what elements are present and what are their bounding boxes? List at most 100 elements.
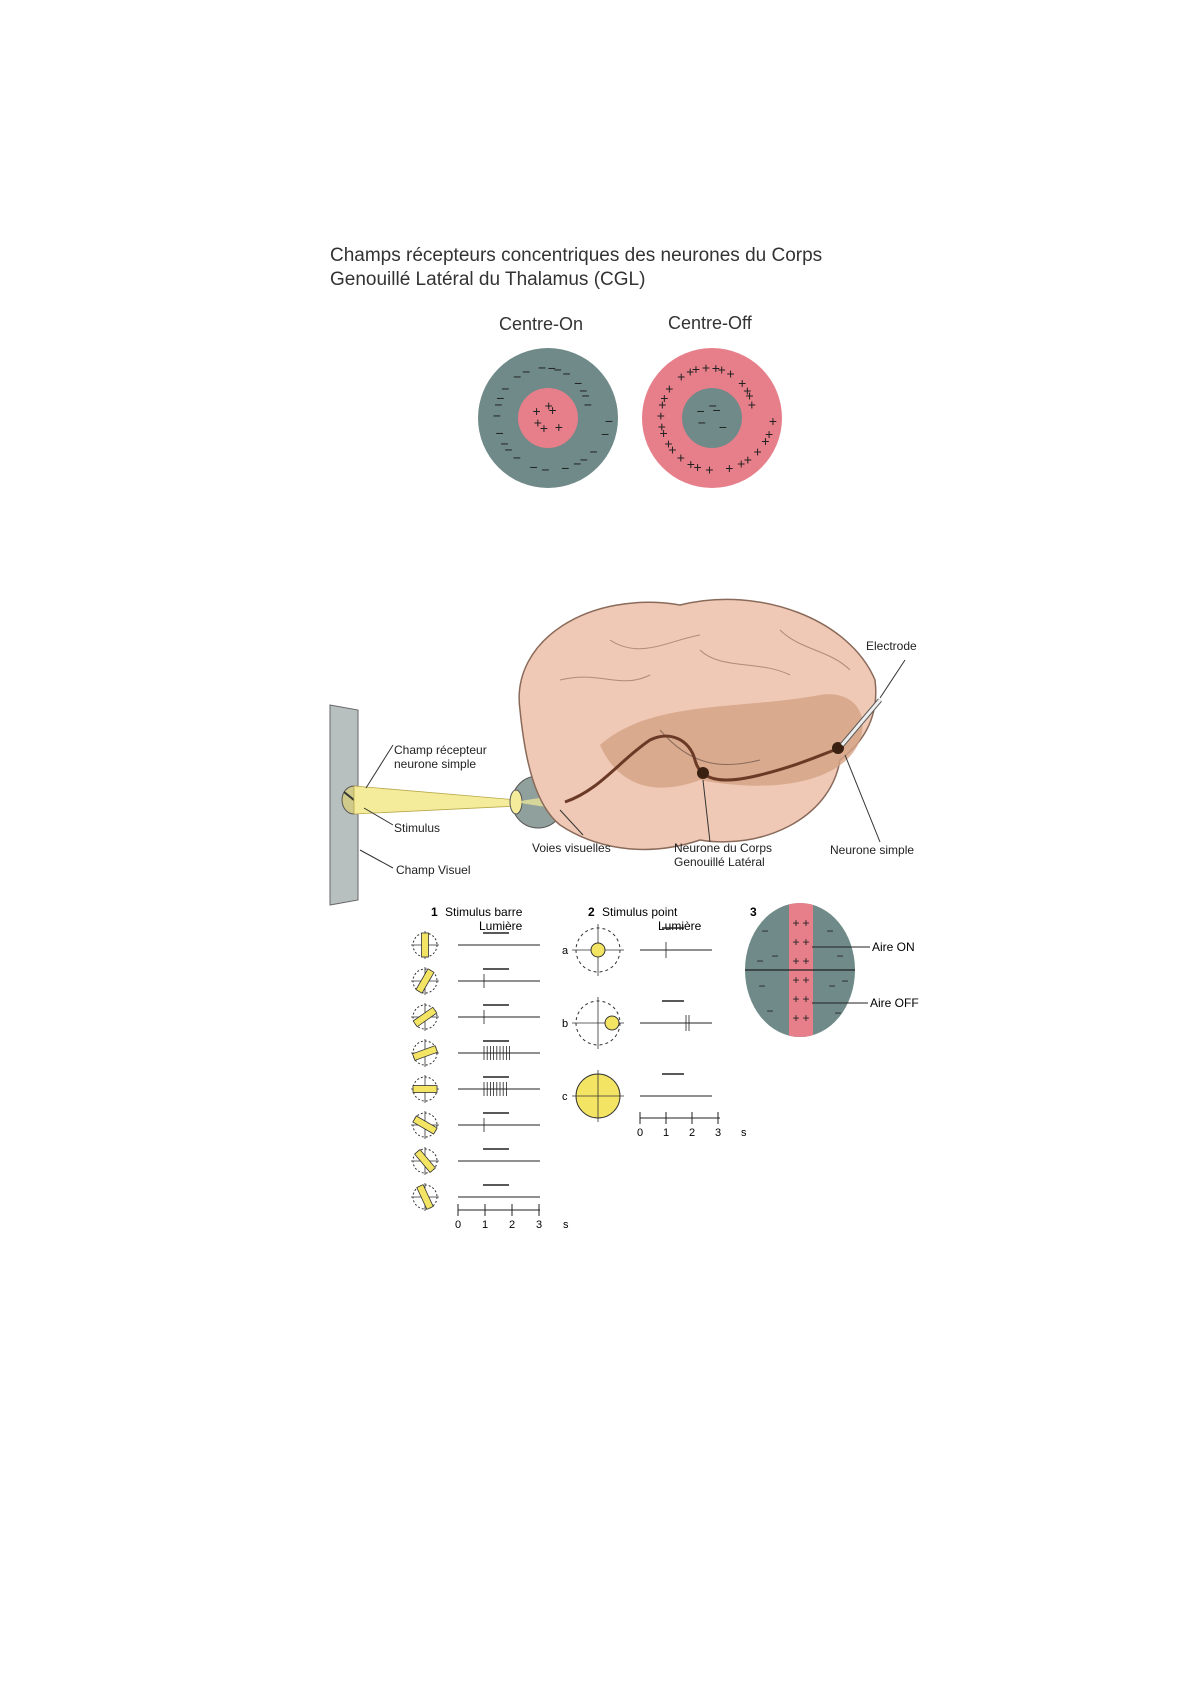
surround-minus-sign: − bbox=[561, 460, 569, 476]
panel-2-title: Stimulus point bbox=[602, 905, 678, 919]
off-area-minus-sign: − bbox=[766, 1004, 773, 1018]
bar-stimulus bbox=[412, 1045, 438, 1061]
bar-stimulus bbox=[412, 1115, 438, 1135]
neurone-cgl-label-1: Neurone du Corps bbox=[674, 841, 772, 855]
surround-minus-sign: − bbox=[573, 456, 581, 472]
aire-off-label: Aire OFF bbox=[870, 996, 919, 1010]
electrode-label: Electrode bbox=[866, 639, 917, 653]
surround-plus-sign: + bbox=[754, 443, 762, 459]
surround-minus-sign: − bbox=[590, 443, 598, 459]
panel-1-number: 1 bbox=[431, 905, 438, 919]
surround-plus-sign: + bbox=[668, 441, 676, 457]
surround-minus-sign: − bbox=[522, 363, 530, 379]
panel-3-simple-field: 3 ++++++++++++−−−−−−−−−− Aire ON Aire OF… bbox=[745, 903, 919, 1037]
light-beam bbox=[353, 785, 519, 815]
surround-plus-sign: + bbox=[725, 460, 733, 476]
off-area-minus-sign: − bbox=[828, 979, 835, 993]
row-letter: c bbox=[562, 1091, 568, 1103]
off-area-minus-sign: − bbox=[826, 924, 833, 938]
surround-minus-sign: − bbox=[601, 426, 609, 442]
time-tick-label: 2 bbox=[689, 1127, 695, 1139]
surround-minus-sign: − bbox=[493, 407, 501, 423]
brain-figure: Champ récepteur neurone simple Stimulus … bbox=[329, 598, 917, 906]
surround-plus-sign: + bbox=[743, 382, 751, 398]
surround-minus-sign: − bbox=[605, 413, 613, 429]
surround-plus-sign: + bbox=[761, 433, 769, 449]
surround-minus-sign: − bbox=[538, 360, 546, 376]
surround-plus-sign: + bbox=[765, 426, 773, 442]
time-tick-label: 1 bbox=[663, 1127, 669, 1139]
surround-plus-sign: + bbox=[718, 361, 726, 377]
title-line-1: Champs récepteurs concentriques des neur… bbox=[330, 245, 823, 266]
surround-minus-sign: − bbox=[496, 390, 504, 406]
surround-minus-sign: − bbox=[584, 396, 592, 412]
surround-minus-sign: − bbox=[494, 396, 502, 412]
surround-plus-sign: + bbox=[665, 380, 673, 396]
neurone-simple-label: Neurone simple bbox=[830, 843, 914, 857]
surround-plus-sign: + bbox=[664, 436, 672, 452]
offset-spot bbox=[604, 1015, 620, 1031]
surround-plus-sign: + bbox=[660, 390, 668, 406]
on-area-plus-sign: + bbox=[792, 1011, 799, 1025]
surround-plus-sign: + bbox=[705, 461, 713, 477]
surround-minus-sign: − bbox=[580, 452, 588, 468]
center-plus-sign: + bbox=[549, 402, 557, 418]
centre-off-label: Centre-Off bbox=[668, 313, 752, 333]
surround-plus-sign: + bbox=[677, 368, 685, 384]
off-area-minus-sign: − bbox=[758, 979, 765, 993]
on-area-plus-sign: + bbox=[802, 916, 809, 930]
aire-on-label: Aire ON bbox=[872, 940, 915, 954]
bar-stimulus bbox=[412, 1006, 438, 1028]
on-area-plus-sign: + bbox=[802, 992, 809, 1006]
on-area-plus-sign: + bbox=[802, 935, 809, 949]
center-minus-sign: − bbox=[713, 402, 721, 418]
surround-plus-sign: + bbox=[769, 413, 777, 429]
voies-visuelles-label: Voies visuelles bbox=[532, 841, 611, 855]
surround-minus-sign: − bbox=[563, 365, 571, 381]
bar-stimulus bbox=[421, 932, 429, 958]
center-plus-sign: + bbox=[545, 397, 553, 413]
surround-minus-sign: − bbox=[574, 375, 582, 391]
surround-plus-sign: + bbox=[712, 360, 720, 376]
panel-1-light-label: Lumière bbox=[479, 919, 523, 933]
surround-plus-sign: + bbox=[727, 365, 735, 381]
surround-plus-sign: + bbox=[702, 360, 710, 376]
centre-on-label: Centre-On bbox=[499, 314, 584, 334]
off-area-minus-sign: − bbox=[761, 924, 768, 938]
surround-minus-sign: − bbox=[530, 459, 538, 475]
off-area-minus-sign: − bbox=[756, 954, 763, 968]
bar-stimulus bbox=[412, 1085, 438, 1093]
off-area-minus-sign: − bbox=[841, 974, 848, 988]
champ-recepteur-label-1: Champ récepteur bbox=[394, 743, 487, 757]
on-area-plus-sign: + bbox=[792, 973, 799, 987]
surround-plus-sign: + bbox=[694, 459, 702, 475]
surround-plus-sign: + bbox=[744, 452, 752, 468]
time-tick-label: 2 bbox=[509, 1219, 515, 1231]
surround-plus-sign: + bbox=[658, 396, 666, 412]
time-tick-label: 0 bbox=[455, 1219, 461, 1231]
center-minus-sign: − bbox=[698, 414, 706, 430]
on-area-plus-sign: + bbox=[802, 1011, 809, 1025]
surround-plus-sign: + bbox=[692, 361, 700, 377]
on-area-plus-sign: + bbox=[802, 973, 809, 987]
surround-plus-sign: + bbox=[746, 388, 754, 404]
concentric-fields: −−−−−−−−−−−−−−−−−−−−−−−−−− ++++++ ++++++… bbox=[478, 348, 782, 488]
simple-neuron-dot bbox=[832, 742, 844, 754]
on-area-plus-sign: + bbox=[792, 954, 799, 968]
brain-icon bbox=[518, 598, 877, 851]
time-tick-label: 3 bbox=[536, 1219, 542, 1231]
title-line-2: Genouillé Latéral du Thalamus (CGL) bbox=[330, 269, 646, 290]
surround-plus-sign: + bbox=[738, 375, 746, 391]
bar-stimulus bbox=[416, 1184, 434, 1210]
surround-minus-sign: − bbox=[504, 441, 512, 457]
surround-minus-sign: − bbox=[501, 380, 509, 396]
centre-on-field: −−−−−−−−−−−−−−−−−−−−−−−−−− ++++++ bbox=[478, 348, 618, 488]
panel-1-title: Stimulus barre bbox=[445, 905, 523, 919]
center-plus-sign: + bbox=[534, 414, 542, 430]
bar-stimulus bbox=[414, 1148, 436, 1174]
on-area-plus-sign: + bbox=[792, 992, 799, 1006]
off-area-minus-sign: − bbox=[771, 949, 778, 963]
